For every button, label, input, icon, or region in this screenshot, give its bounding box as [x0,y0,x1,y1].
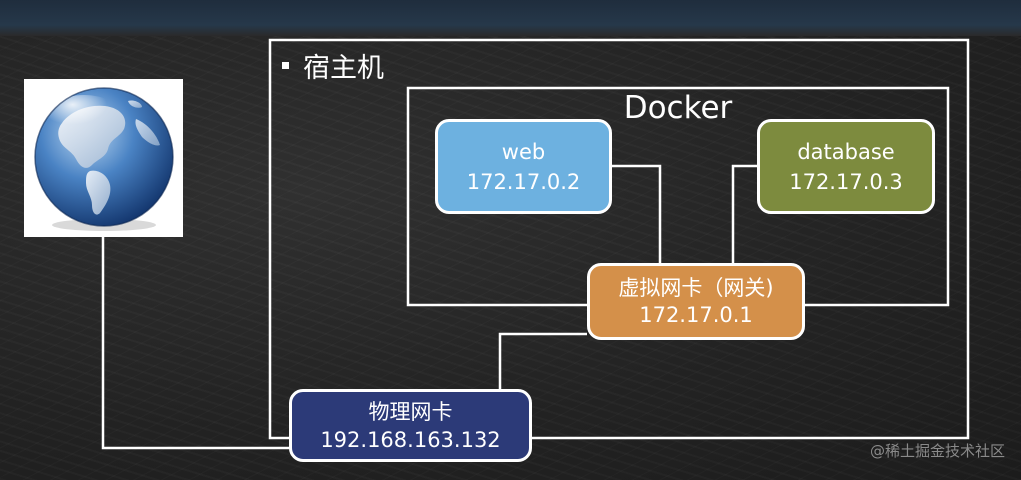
wire-database-to-gateway [731,164,757,263]
bullet-icon [282,61,289,69]
web-container-node: web 172.17.0.2 [435,119,612,214]
host-label: 宿主机 [282,46,384,84]
internet-globe [24,79,183,237]
database-name: database [797,139,895,164]
physical-nic-node: 物理网卡 192.168.163.132 [289,389,532,462]
host-frame [268,38,970,440]
physical-nic-name: 物理网卡 [368,399,453,424]
watermark: @稀土掘金技术社区 [869,442,1005,460]
wire-gateway-to-nic [498,332,587,389]
web-name: web [501,139,546,164]
database-ip: 172.17.0.3 [789,169,903,194]
gateway-name: 虚拟网卡（网关) [618,275,774,300]
web-ip: 172.17.0.2 [466,169,581,194]
gateway-ip: 172.17.0.1 [639,302,753,327]
database-container-node: database 172.17.0.3 [757,119,935,214]
globe-icon [34,87,174,231]
host-label-text: 宿主机 [303,52,384,84]
docker-label: Docker [623,90,733,126]
wire-web-to-gateway [612,164,662,263]
top-strip [0,0,1021,36]
wire-globe-to-nic [101,237,290,450]
physical-nic-ip: 192.168.163.132 [320,427,501,452]
virtual-nic-gateway-node: 虚拟网卡（网关) 172.17.0.1 [587,263,805,340]
